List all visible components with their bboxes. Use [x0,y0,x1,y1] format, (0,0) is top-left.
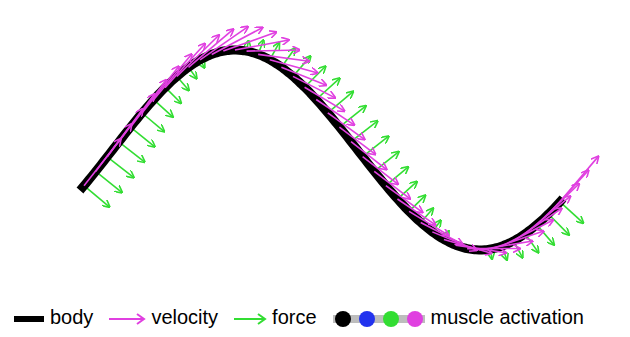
legend-item: body [12,306,93,329]
velocity-arrow [154,54,192,100]
legend-item: velocity [107,306,218,329]
legend-sample [12,308,46,328]
legend-sample [331,308,427,328]
force-arrow [119,142,145,162]
body-curve [80,50,563,250]
velocity-arrow [177,35,219,76]
velocity-arrow [502,220,553,246]
legend-text: force [272,306,316,329]
velocity-arrow [200,27,248,60]
velocity-arrow [130,80,166,127]
velocity-arrow [328,113,365,140]
legend-text: body [50,306,93,329]
velocity-arrow [374,171,410,199]
velocity-arrow [293,76,335,97]
velocity-arrow [490,231,543,249]
velocity-arrow [258,54,309,61]
force-arrow [84,186,110,207]
legend-text: muscle activation [431,306,584,329]
velocity-arrow [409,211,449,235]
force-arrow [96,171,123,192]
force-arrow [130,127,154,147]
velocity-arrow [247,50,300,51]
velocity-arrow [165,43,205,87]
legend-sample [107,308,147,328]
velocity-arrow [397,199,435,225]
velocity-arrow [316,99,354,125]
velocity-arrows [84,27,598,254]
velocity-arrow [351,142,387,170]
velocity-arrow [305,87,345,111]
velocity-arrow [270,60,318,73]
velocity-arrow [339,127,375,154]
legend-text: velocity [151,306,218,329]
swimmer-illustration [0,0,630,300]
velocity-arrow [188,29,233,67]
velocity-arrow [235,40,289,50]
legend-item: muscle activation [331,306,584,329]
legend-item: force [232,306,316,329]
force-arrow [560,202,583,223]
velocity-arrow [386,186,423,213]
force-arrow [107,157,134,178]
velocity-arrow [479,241,533,250]
velocity-arrow [560,156,598,201]
velocity-arrow [223,32,276,51]
force-arrows [84,40,583,260]
legend-sample [232,308,268,328]
velocity-arrow [363,157,399,185]
legend: body velocity force muscle activation [12,306,598,329]
velocity-arrow [142,66,179,113]
